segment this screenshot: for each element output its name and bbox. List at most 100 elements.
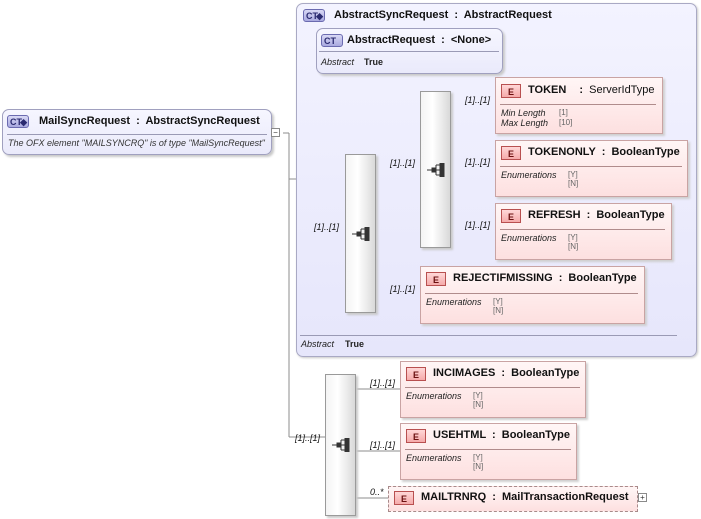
element-icon: E [406,429,426,443]
element-name: REFRESH [528,209,581,221]
element-type: BooleanType [511,367,580,379]
enum-value: [Y] [493,297,503,306]
outer-abstract-label: Abstract [301,339,335,349]
cardinality-label: [1]..[1] [370,378,396,388]
element-name: MAILTRNRQ [421,491,487,503]
enumerations-label: Enumerations [406,391,462,401]
enum-value: [Y] [568,170,578,179]
element-icon: E [406,367,426,381]
inner-abstract-label: Abstract [321,57,355,67]
element-name: TOKEN [528,84,567,96]
complex-type-icon: CT [321,34,343,47]
inner-type-base: <None> [450,34,492,46]
complex-type-icon: CT◆ [303,9,325,22]
inner-type-title: AbstractRequest : <None> [347,34,492,46]
element-type: MailTransactionRequest [501,491,629,503]
expand-toggle-mailtrnrq[interactable]: + [638,493,647,502]
element-icon: E [394,491,414,505]
sequence-compositor-inner[interactable] [420,91,451,248]
outer-type-name: AbstractSyncRequest [334,9,449,21]
element-title: TOKEN : ServerIdType [528,84,655,96]
divider [7,134,267,135]
element-refresh[interactable]: E REFRESH : BooleanType Enumerations [Y]… [495,203,672,260]
element-title: TOKENONLY : BooleanType [528,146,680,158]
cardinality-label: [1]..[1] [314,222,340,232]
outer-type-base: AbstractRequest [463,9,552,21]
sequence-icon [331,438,349,452]
enum-value: [N] [473,400,484,409]
facet-value: [1] [559,108,568,117]
element-title: MAILTRNRQ : MailTransactionRequest [421,491,629,503]
divider [405,387,580,388]
element-title: REJECTIFMISSING : BooleanType [453,272,637,284]
enum-value: [N] [493,306,504,315]
divider [405,449,571,450]
sequence-compositor-outer[interactable] [345,154,376,313]
enum-value: [Y] [473,391,483,400]
sequence-icon [426,162,444,177]
element-icon: E [501,209,521,223]
divider [500,104,656,105]
facet-label: Max Length [501,118,549,128]
facet-label: Min Length [501,108,546,118]
element-name: REJECTIFMISSING [453,272,553,284]
element-type: BooleanType [501,429,571,441]
element-type: ServerIdType [589,84,655,96]
cardinality-label: [1]..[1] [390,284,416,294]
enumerations-label: Enumerations [406,453,462,463]
cardinality-label: [1]..[1] [390,158,416,168]
cardinality-label: [1]..[1] [465,157,491,167]
enum-value: [Y] [473,453,483,462]
root-documentation: The OFX element "MAILSYNCRQ" is of type … [8,138,265,148]
enum-value: [Y] [568,233,578,242]
divider [300,335,677,336]
inner-abstract-value: True [364,57,384,67]
cardinality-label: [1]..[1] [370,440,396,450]
divider [500,229,665,230]
sequence-icon [351,226,369,241]
cardinality-label: 0..* [370,487,384,497]
element-tokenonly[interactable]: E TOKENONLY : BooleanType Enumerations [… [495,140,688,197]
inner-type-name: AbstractRequest [347,34,436,46]
element-usehtml[interactable]: E USEHTML : BooleanType Enumerations [Y]… [400,423,577,480]
cardinality-label: [1]..[1] [295,433,321,443]
element-mailtrnrq[interactable]: E MAILTRNRQ : MailTransactionRequest [388,486,638,512]
enum-value: [N] [473,462,484,471]
element-icon: E [501,84,521,98]
element-rejectifmissing[interactable]: E REJECTIFMISSING : BooleanType Enumerat… [420,266,645,324]
root-complex-type[interactable]: CT◆ MailSyncRequest : AbstractSyncReques… [2,109,272,155]
divider [425,293,638,294]
element-name: INCIMAGES [433,367,496,379]
enumerations-label: Enumerations [426,297,482,307]
enumerations-label: Enumerations [501,170,557,180]
element-icon: E [501,146,521,160]
sequence-compositor-mail[interactable] [325,374,356,516]
enum-value: [N] [568,179,579,188]
enum-value: [N] [568,242,579,251]
element-type: BooleanType [596,209,665,221]
element-token[interactable]: E TOKEN : ServerIdType Min Length [1] Ma… [495,77,663,134]
facet-value: [10] [559,118,573,127]
element-type: BooleanType [611,146,680,158]
element-type: BooleanType [568,272,637,284]
enumerations-label: Enumerations [501,233,557,243]
element-title: INCIMAGES : BooleanType [433,367,580,379]
root-type-name: MailSyncRequest [39,115,131,127]
cardinality-label: [1]..[1] [465,95,491,105]
element-name: USEHTML [433,429,486,441]
divider [500,166,682,167]
outer-abstract-value: True [345,339,365,349]
complex-type-icon: CT◆ [7,115,29,128]
cardinality-label: [1]..[1] [465,220,491,230]
divider [319,51,499,52]
element-incimages[interactable]: E INCIMAGES : BooleanType Enumerations [… [400,361,586,418]
outer-type-title: AbstractSyncRequest : AbstractRequest [334,9,552,21]
element-title: REFRESH : BooleanType [528,209,665,221]
root-type-title: MailSyncRequest : AbstractSyncRequest [39,115,260,127]
root-type-base: AbstractSyncRequest [145,115,260,127]
element-icon: E [426,272,446,286]
element-name: TOKENONLY [528,146,596,158]
collapse-toggle-root[interactable]: − [271,128,280,137]
abstract-request-type[interactable]: CT AbstractRequest : <None> Abstract Tru… [316,28,503,74]
element-title: USEHTML : BooleanType [433,429,571,441]
